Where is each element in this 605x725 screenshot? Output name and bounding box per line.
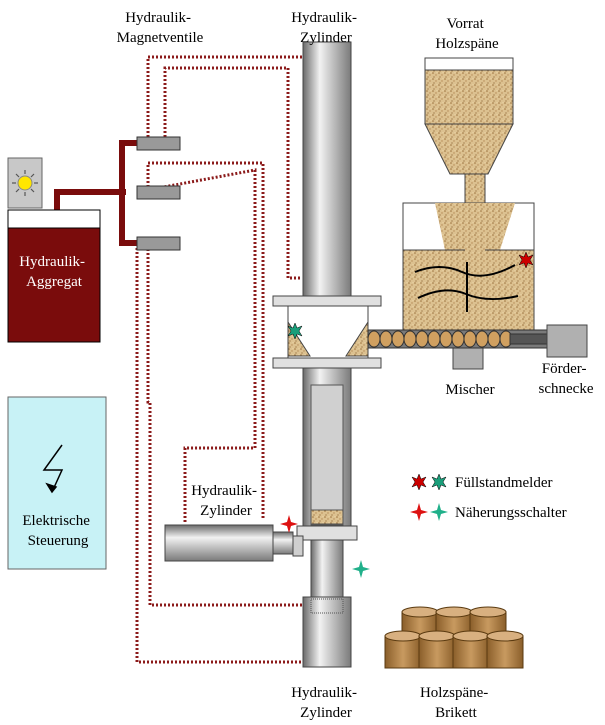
label-mischer: Mischer <box>445 382 494 398</box>
brikett-stack <box>384 606 524 669</box>
horizontal-cylinder <box>164 524 304 562</box>
mixer-tank <box>402 202 535 370</box>
legend-label-naeherungsschalter: Näherungsschalter <box>455 505 567 521</box>
legend-star-green-icon <box>430 503 448 521</box>
legend-star-red-icon <box>410 503 428 521</box>
level-sensor-green-icon <box>287 322 303 340</box>
label-magnetventile: Hydraulik- Magnetventile <box>117 10 204 46</box>
legend-starburst-red-icon <box>411 473 427 491</box>
legend-starburst-green-icon <box>431 473 447 491</box>
label-zylinder-bottom: Hydraulik- Zylinder <box>291 685 361 721</box>
legend-label-fuellstandmelder: Füllstandmelder <box>455 475 553 491</box>
press-chamber <box>272 305 382 369</box>
label-zylinder-top: Hydraulik- Zylinder <box>291 10 361 46</box>
hydraulic-unit <box>7 157 101 343</box>
control-lines <box>135 55 302 664</box>
label-zylinder-mid: Hydraulik- Zylinder <box>191 483 261 519</box>
label-vorrat: Vorrat Holzspäne <box>435 16 499 52</box>
solenoid-valve-3 <box>136 236 181 251</box>
legend: Füllstandmelder Näherungsschalter <box>410 473 567 521</box>
bottom-cylinder <box>302 596 352 668</box>
label-foerderschnecke: Förder- schnecke <box>539 361 594 397</box>
sun-icon <box>12 170 38 196</box>
label-steuerung: Elektrische Steuerung <box>22 513 93 549</box>
screw-conveyor <box>367 324 588 358</box>
label-aggregat: Hydraulik- Aggregat <box>19 254 89 290</box>
lightning-icon <box>42 444 64 494</box>
control-box <box>7 396 107 570</box>
solenoid-valve-2 <box>136 185 181 200</box>
brikett-front-row <box>384 630 524 669</box>
solenoid-valve-1 <box>136 136 181 151</box>
label-brikett: Holzspäne- Brikett <box>420 685 492 721</box>
proximity-switch-green-icon <box>352 560 370 578</box>
proximity-switch-red-icon <box>280 515 298 533</box>
lower-cylinder <box>296 367 358 599</box>
level-sensor-red-icon <box>518 251 534 269</box>
hydraulic-pipes <box>54 140 140 246</box>
